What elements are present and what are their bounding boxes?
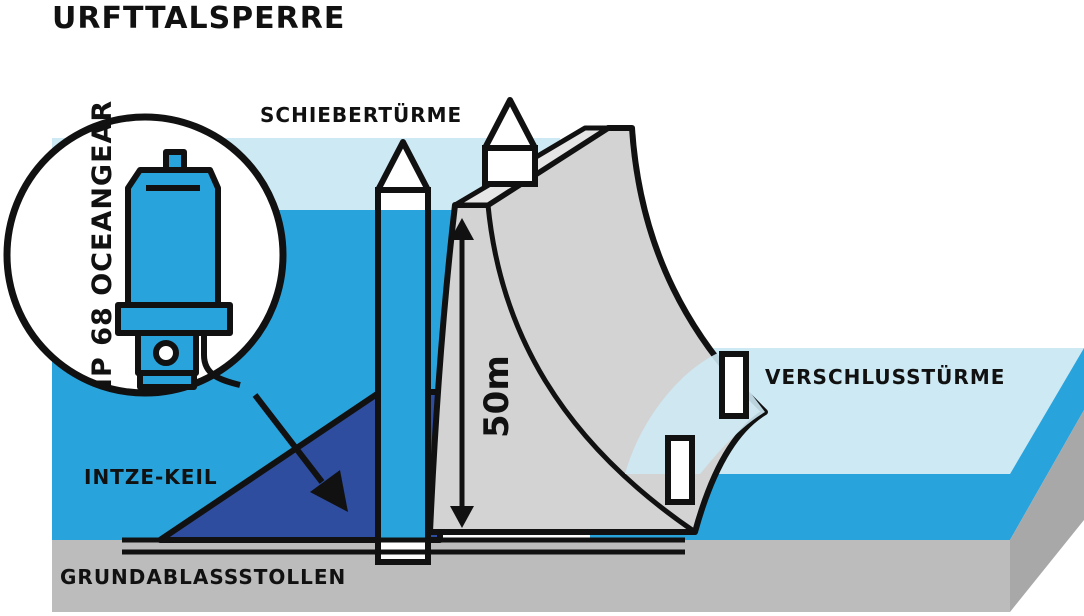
intake-tower-back-tip — [482, 97, 538, 151]
device-label: IP 68 OCEANGEAR — [87, 100, 118, 388]
label-intze-keil: INTZE-KEIL — [84, 465, 218, 489]
double-arrow-icon — [450, 218, 474, 528]
closure-tower-lower — [665, 435, 695, 505]
intake-tower-front-top — [381, 190, 425, 210]
intake-tower-front-tip — [375, 139, 431, 193]
submersible-pump-icon — [115, 149, 241, 390]
label-verschlusstuerme: VERSCHLUSSTÜRME — [765, 365, 1005, 389]
dam-face-line — [485, 204, 697, 535]
closure-tower-upper — [719, 351, 749, 419]
ground-front — [52, 540, 1010, 612]
intake-tower-front — [375, 187, 431, 565]
ground-side — [1010, 410, 1084, 612]
label-schiebertuerme: SCHIEBERTÜRME — [260, 103, 462, 127]
height-label: 50m — [477, 355, 517, 438]
intake-tower-back — [482, 145, 538, 187]
arrow-icon — [252, 393, 348, 512]
diagram-title: URFTTALSPERRE — [52, 1, 345, 36]
downstream-water-side — [1010, 348, 1084, 540]
label-grundablassstollen: GRUNDABLASSSTOLLEN — [60, 565, 346, 589]
